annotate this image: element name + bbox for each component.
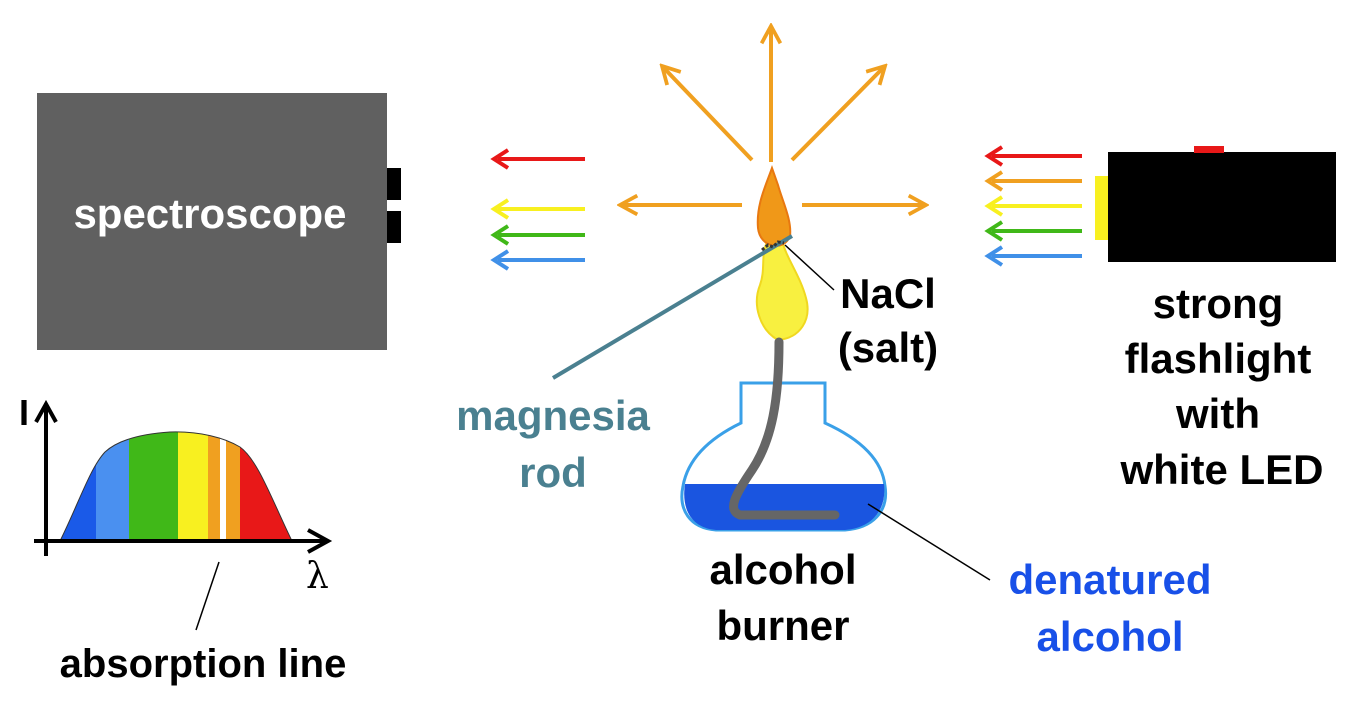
x-axis-arrowhead	[307, 528, 333, 554]
flash-arrow-blue	[984, 245, 1082, 267]
fuel-label-line1: denatured	[1008, 556, 1211, 603]
flash-arrow-orange	[984, 170, 1082, 192]
alcohol-burner: alcohol burner	[680, 337, 888, 649]
emission-arrow-up-left	[662, 66, 754, 162]
arrow-yellow	[490, 198, 585, 220]
spectrum-band-yellow	[178, 431, 208, 541]
absorption-line-label: absorption line	[60, 642, 347, 686]
flame-orange-tip	[756, 164, 792, 247]
burner-wick	[729, 337, 840, 520]
flash-arrow-red	[984, 145, 1082, 167]
burner-label-line2: burner	[716, 602, 849, 649]
emission-arrow-up-right	[790, 66, 885, 162]
arrow-red	[490, 148, 585, 170]
flashlight-switch	[1194, 146, 1224, 153]
flashlight: strong flashlight with white LED	[1095, 146, 1336, 493]
spectroscope-body	[37, 93, 387, 350]
flashlight-label-line2: flashlight	[1125, 335, 1312, 382]
flash-arrow-green	[984, 220, 1082, 242]
spectroscope-slit-top	[387, 168, 401, 200]
spectrum-outline	[59, 431, 293, 542]
flashlight-label-line4: white LED	[1119, 446, 1323, 493]
flame-yellow-base	[755, 239, 809, 342]
absorption-line-gap	[220, 431, 226, 541]
x-axis-label: λ	[306, 556, 329, 597]
magnesia-rod: magnesia rod	[456, 234, 835, 496]
spectrum-band-orange-a	[208, 431, 220, 541]
spectrum-band-green	[129, 431, 178, 541]
absorption-line-pointer	[195, 561, 220, 631]
flashlight-body	[1108, 152, 1336, 262]
rod-label-line2: rod	[519, 449, 587, 496]
flashlight-label-line3: with	[1175, 390, 1260, 437]
flash-arrow-yellow	[984, 195, 1082, 217]
fuel-liquid	[684, 484, 885, 530]
arrow-blue	[490, 249, 585, 271]
arrow-green	[490, 224, 585, 246]
flashlight-light-arrows	[984, 145, 1082, 267]
rod-label-line1: magnesia	[456, 392, 650, 439]
fuel-label-line2: alcohol	[1036, 613, 1183, 660]
transmitted-light-arrows	[490, 148, 585, 271]
spectrum-band-lightblue	[96, 431, 129, 541]
flashlight-label-line1: strong	[1153, 280, 1284, 327]
salt-label-line2: (salt)	[838, 324, 938, 371]
spectroscope-label: spectroscope	[73, 190, 346, 237]
y-axis-label: I	[19, 392, 29, 433]
y-axis-arrowhead	[34, 399, 58, 423]
salt-deposit	[761, 240, 785, 252]
salt-label-line1: NaCl	[840, 270, 936, 317]
emission-arrows	[620, 26, 926, 205]
spectrum-band-orange-b	[226, 431, 240, 541]
spectroscope: spectroscope	[37, 93, 401, 350]
rod	[551, 234, 794, 380]
spectroscope-slit-bottom	[387, 211, 401, 243]
spectrum-band-blue	[60, 431, 96, 541]
spectrum-band-red	[240, 431, 292, 541]
flashlight-lens	[1095, 176, 1108, 240]
spectrum-graph: I λ absorption line	[19, 392, 346, 686]
salt-label-pointer	[784, 244, 835, 291]
burner-label-line1: alcohol	[709, 546, 856, 593]
fuel-label-pointer	[867, 503, 991, 581]
